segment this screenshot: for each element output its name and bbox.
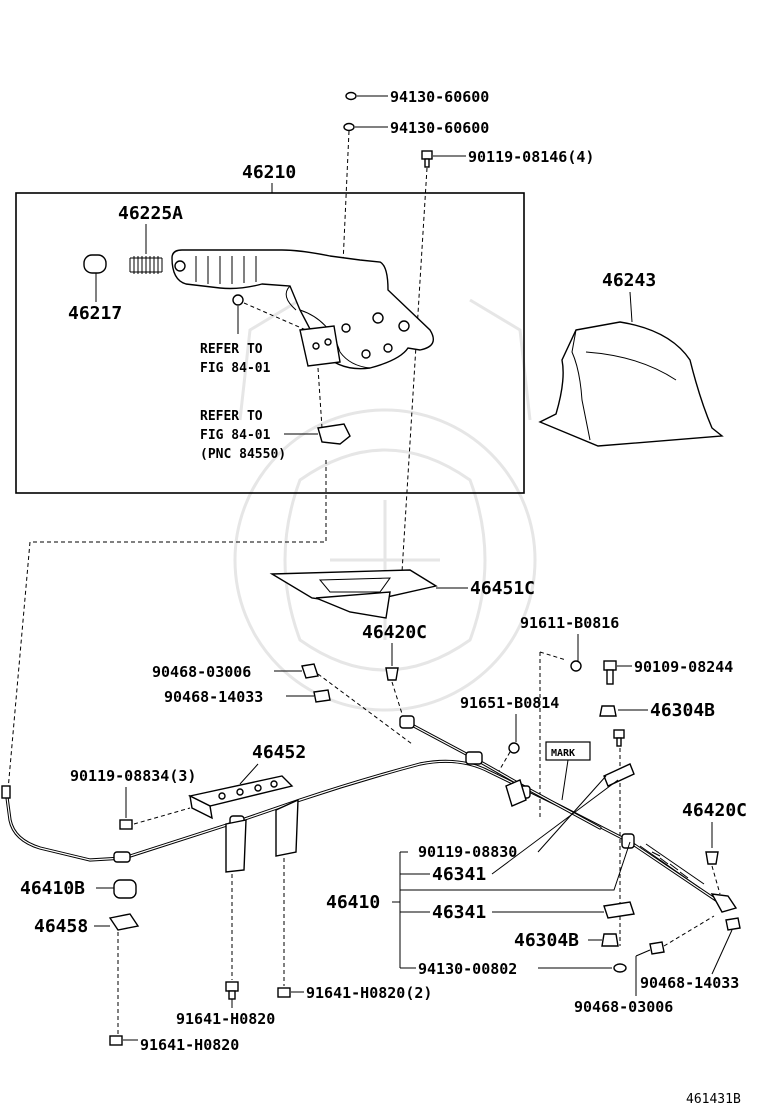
bolt-refer-1 — [232, 294, 307, 334]
label-46217: 46217 — [68, 303, 122, 324]
bolt-90119-08146 — [421, 150, 466, 168]
clip-refer-2 — [284, 423, 351, 445]
hanger-brackets — [225, 798, 299, 986]
figure-code: 461431B — [686, 1092, 741, 1107]
label-46420C-right: 46420C — [682, 800, 747, 821]
label-90119-08146: 90119-08146(4) — [468, 148, 594, 166]
dash-line-refer — [317, 367, 323, 429]
label-46210: 46210 — [242, 162, 296, 183]
label-46304B-bot: 46304B — [514, 930, 579, 951]
label-46458: 46458 — [34, 916, 88, 937]
label-mark: MARK — [551, 748, 575, 759]
label-refer2-b: FIG 84-01 — [200, 428, 271, 443]
dash-line-cable-end — [7, 460, 327, 791]
clip-90468-03006-top — [301, 663, 413, 745]
nut-94130-00802 — [613, 963, 627, 973]
label-46341-a: 46341 — [432, 864, 486, 885]
label-46410: 46410 — [326, 892, 380, 913]
knob-46217 — [83, 254, 107, 274]
boot-46243 — [538, 321, 724, 447]
grommet-46304B-top — [599, 705, 648, 717]
clamp-46458 — [94, 913, 140, 1034]
bracket-refer — [299, 325, 341, 367]
label-91641-H0820-a: 91641-H0820 — [176, 1010, 275, 1028]
clip-90468-03006-bot — [635, 915, 715, 996]
label-90468-03006-top: 90468-03006 — [152, 663, 251, 681]
label-46452: 46452 — [252, 742, 306, 763]
label-90468-14033-top: 90468-14033 — [164, 688, 263, 706]
leader-46243 — [629, 291, 633, 323]
label-46420C-top: 46420C — [362, 622, 427, 643]
label-90119-08834: 90119-08834(3) — [70, 767, 196, 785]
label-94130-60600-b: 94130-60600 — [390, 119, 489, 137]
label-46451C: 46451C — [470, 578, 535, 599]
label-46225A: 46225A — [118, 203, 183, 224]
label-90468-03006-bot: 90468-03006 — [574, 998, 673, 1016]
label-90468-14033-bot: 90468-14033 — [640, 974, 739, 992]
label-91641-H0820-b: 91641-H0820 — [140, 1036, 239, 1054]
clip-90468-14033-bot — [711, 917, 741, 975]
clip-46420C-top — [385, 667, 405, 721]
bolt-90109-08244 — [603, 660, 632, 685]
watermark-emblem — [233, 298, 537, 712]
spring-46225A — [129, 256, 163, 274]
label-refer2-c: (PNC 84550) — [200, 447, 286, 462]
label-91641-H0820-2: 91641-H0820(2) — [306, 984, 432, 1002]
label-90109-08244: 90109-08244 — [634, 658, 733, 676]
bolt-91641-H0820-2 — [277, 987, 304, 998]
parking-brake-lever — [171, 249, 434, 370]
group-bracket-46410 — [392, 841, 631, 969]
bolt-90119-08834 — [119, 807, 191, 830]
label-refer2-a: REFER TO — [200, 409, 263, 424]
cable-rear-main — [122, 759, 724, 906]
leader-46341-a — [491, 779, 619, 875]
label-refer1-b: FIG 84-01 — [200, 361, 271, 376]
cable-front — [1, 785, 126, 862]
clip-90468-14033-top — [313, 689, 331, 703]
nut-94130-60600-b — [343, 122, 388, 132]
label-94130-60600-a: 94130-60600 — [390, 88, 489, 106]
label-refer1-a: REFER TO — [200, 342, 263, 357]
label-94130-00802: 94130-00802 — [418, 960, 517, 978]
bracket-46341-lower — [603, 901, 635, 919]
leader-46452 — [239, 763, 259, 785]
clip-46420C-right — [705, 851, 721, 895]
screw-91611-B0816 — [539, 651, 582, 818]
bushing-46410B — [96, 879, 137, 899]
label-91611-B0816: 91611-B0816 — [520, 614, 619, 632]
label-46304B-top: 46304B — [650, 700, 715, 721]
bracket-46341-upper — [603, 763, 635, 787]
label-46341-b: 46341 — [432, 902, 486, 923]
cable-rear-upper — [408, 722, 602, 830]
label-91651-B0814: 91651-B0814 — [460, 694, 559, 712]
dash-line-bolt — [401, 167, 428, 573]
dash-line-nut — [339, 130, 350, 331]
assembly-box-46210 — [15, 192, 525, 494]
label-46243: 46243 — [602, 270, 656, 291]
grommet-46304B-bot — [601, 933, 619, 947]
mark-tag — [545, 741, 591, 801]
label-46410B: 46410B — [20, 878, 85, 899]
bolt-91641-H0820-a — [225, 981, 239, 1008]
bracket-46452 — [187, 775, 294, 820]
nut-94130-60600-a — [345, 91, 388, 101]
bracket-46451C — [269, 569, 438, 619]
label-90119-08830: 90119-08830 — [418, 843, 517, 861]
bolt-91641-H0820-b — [109, 1035, 138, 1046]
